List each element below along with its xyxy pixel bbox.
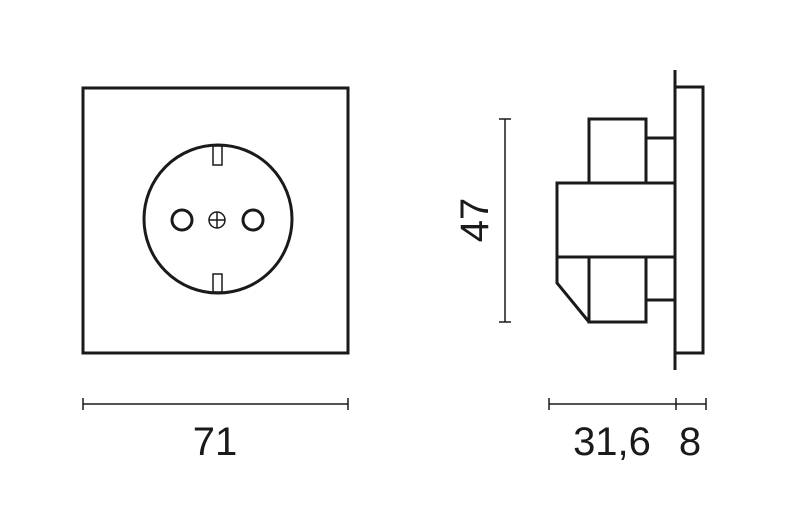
earth-clip-bottom [212, 273, 223, 293]
height-label: 47 [453, 198, 497, 243]
depth-dimension: 31,6 8 [548, 398, 707, 464]
upper-block [587, 117, 648, 185]
socket-recess [142, 143, 294, 295]
body-depth-label: 31,6 [573, 420, 651, 464]
height-dimension: 47 [453, 118, 511, 323]
pin-hole-right [241, 208, 265, 232]
main-body [555, 181, 677, 259]
side-view [555, 70, 705, 370]
pin-hole-left [170, 208, 194, 232]
width-label: 71 [193, 420, 238, 464]
lower-block [587, 255, 648, 324]
earth-symbol-icon [208, 211, 226, 229]
plate-side [673, 85, 705, 355]
cover-plate-outline [81, 86, 350, 355]
earth-clip-top [212, 145, 223, 166]
front-view [81, 86, 350, 355]
width-dimension: 71 [82, 398, 349, 464]
chamfer [555, 257, 591, 323]
plate-depth-label: 8 [679, 420, 701, 464]
